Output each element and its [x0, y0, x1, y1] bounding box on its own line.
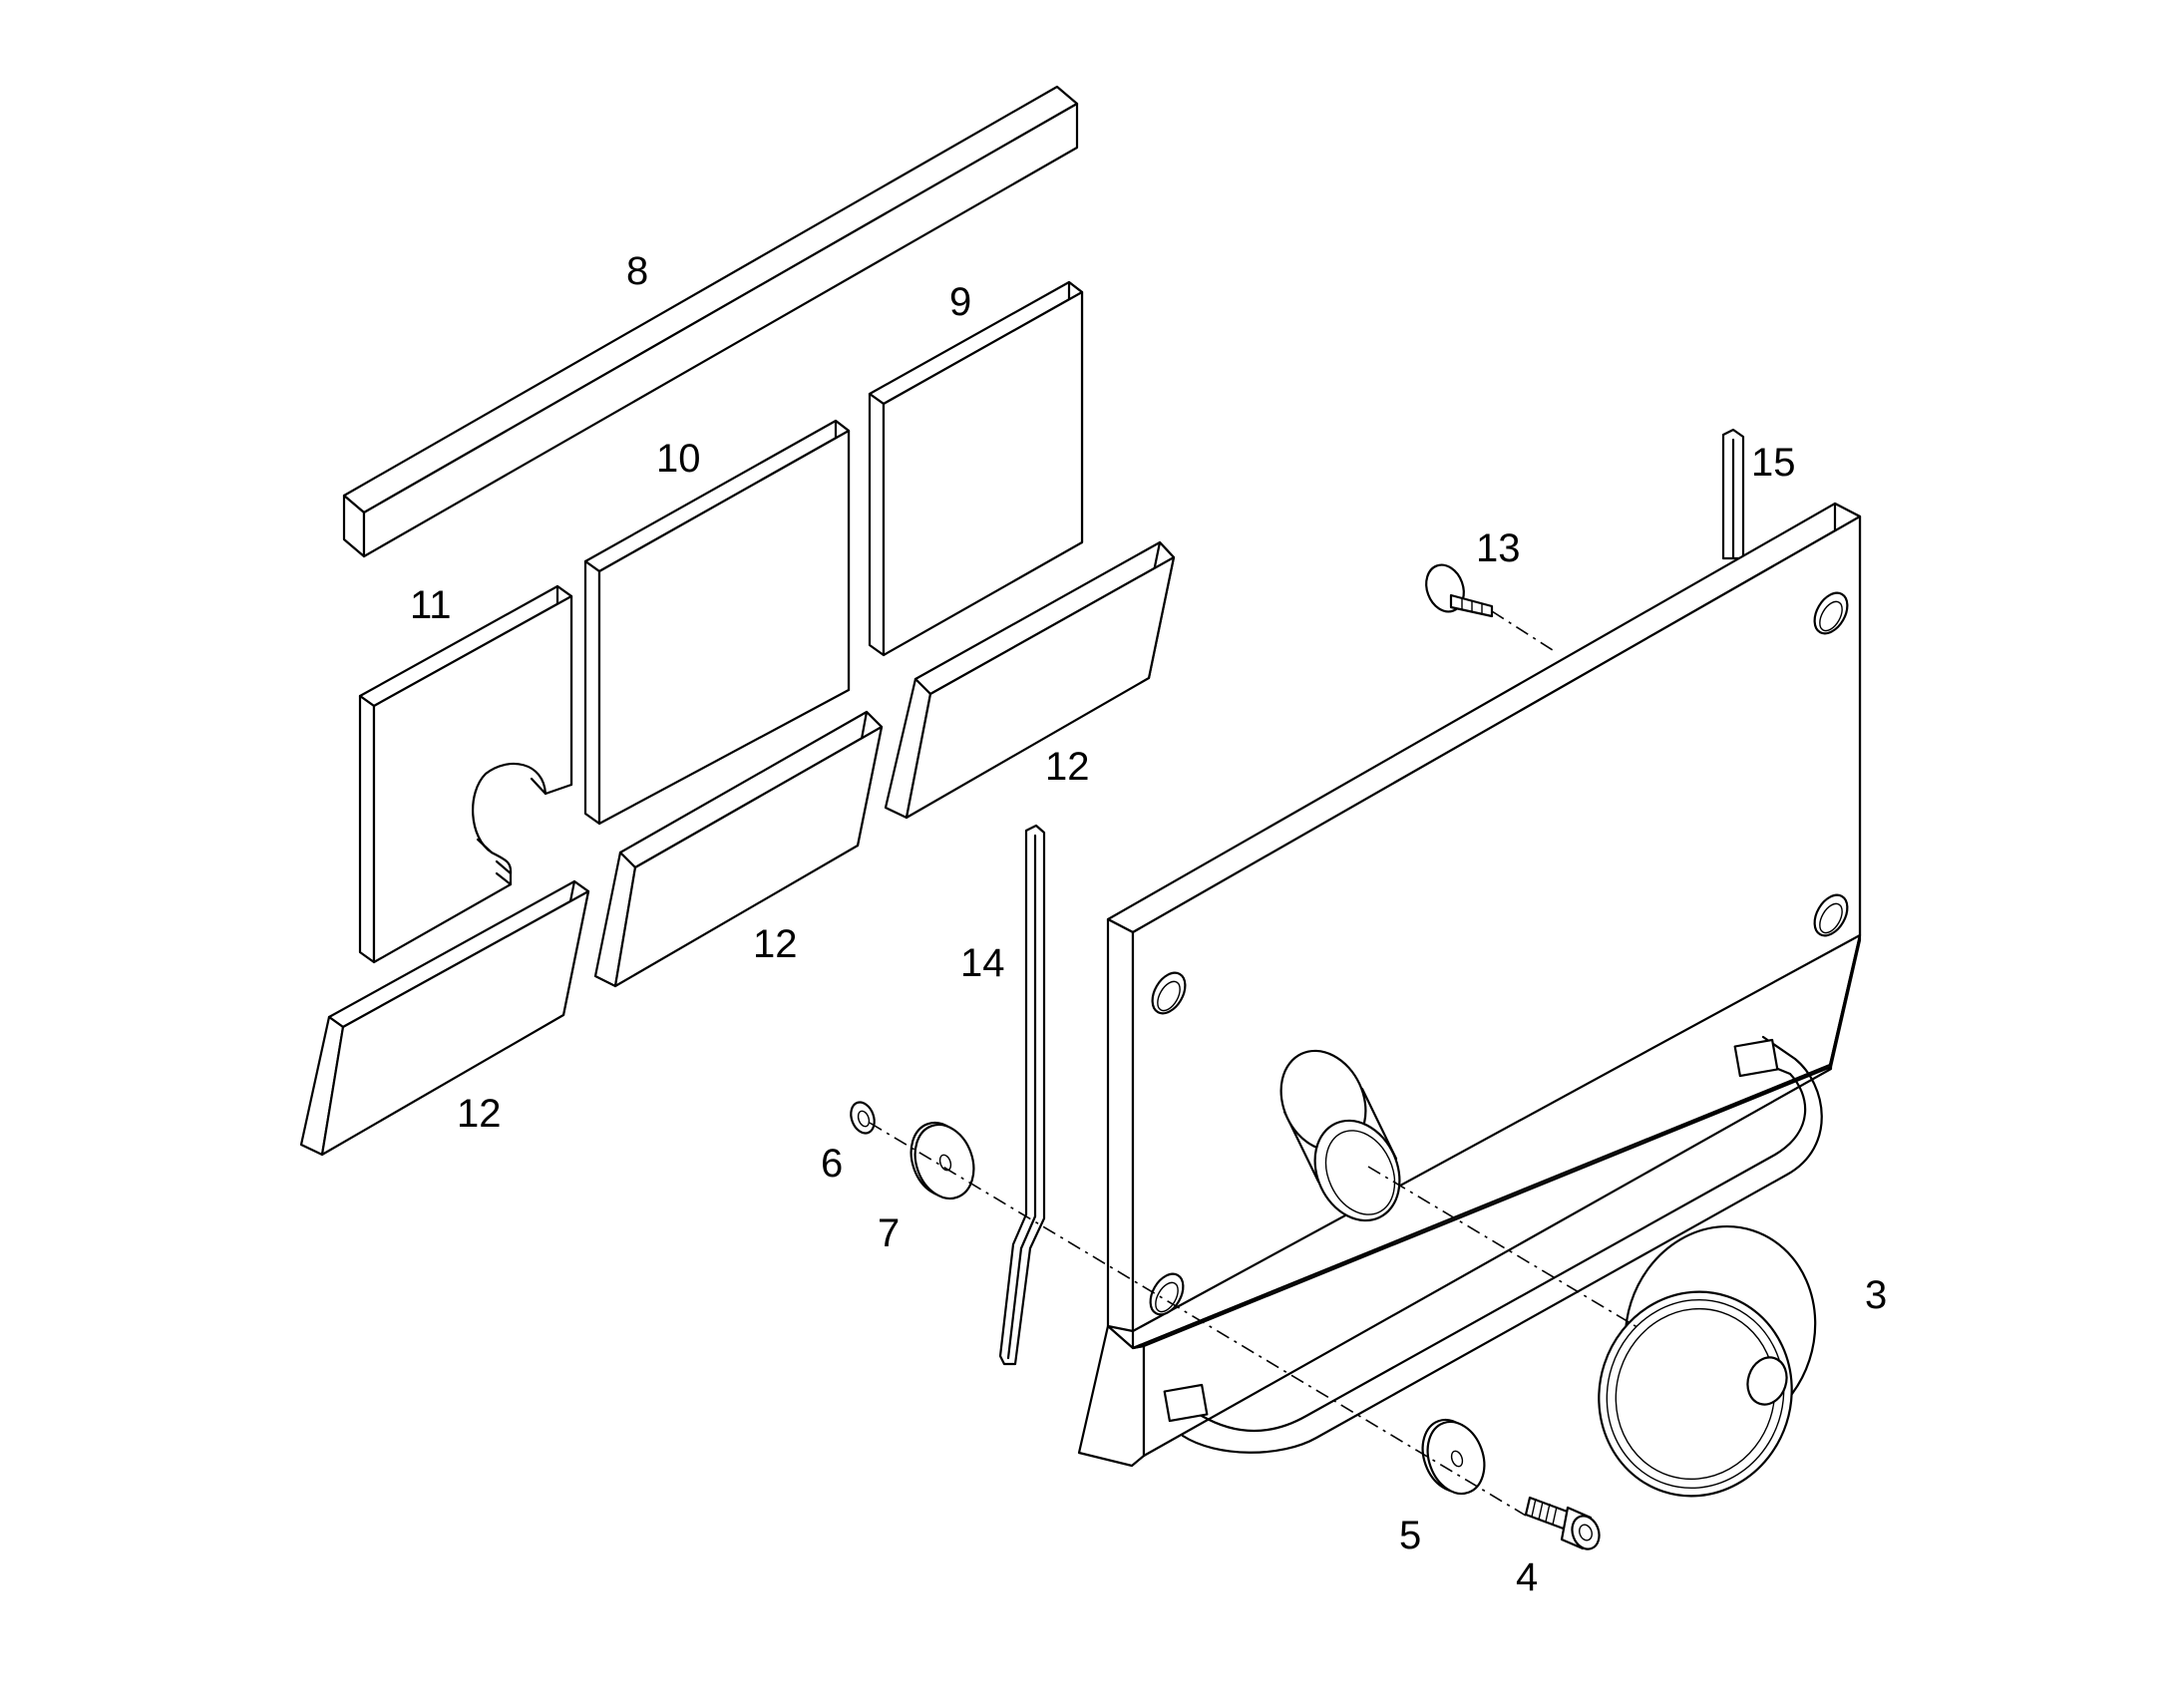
- label-part-12-a: 12: [1045, 745, 1090, 789]
- label-part-4: 4: [1516, 1555, 1538, 1599]
- label-part-12-b: 12: [753, 922, 798, 966]
- part-11-panel: [358, 584, 573, 964]
- part-10-panel: [583, 419, 851, 826]
- part-12-block-lower-left: [299, 879, 590, 1157]
- part-8-bar: [342, 85, 1079, 558]
- label-part-13: 13: [1476, 526, 1521, 570]
- label-part-8: 8: [626, 249, 648, 293]
- label-part-9: 9: [949, 280, 971, 324]
- axle-boss: [1279, 1049, 1401, 1222]
- part-12-block-middle: [593, 710, 884, 988]
- label-part-3: 3: [1865, 1273, 1887, 1317]
- part-9-panel: [868, 280, 1084, 657]
- part-14-strip: [998, 824, 1046, 1366]
- assembly-axes: [869, 610, 1641, 1517]
- label-part-6: 6: [821, 1142, 843, 1186]
- part-4-bolt: [1524, 1496, 1601, 1550]
- label-part-11: 11: [410, 583, 452, 627]
- part-12-block-upper-right: [884, 540, 1176, 820]
- handle-bar: [1163, 1035, 1823, 1454]
- label-part-7: 7: [878, 1211, 900, 1255]
- label-part-5: 5: [1399, 1514, 1421, 1557]
- part-15-strip: [1721, 428, 1745, 560]
- label-part-10: 10: [656, 437, 701, 481]
- part-labels: 8 9 10 11 12 12 12 13 14 15 6 7 3 5 4: [410, 249, 1887, 1599]
- label-part-15: 15: [1751, 441, 1796, 485]
- part-6-washer: [850, 1101, 876, 1135]
- part-13-fastener: [1425, 563, 1494, 618]
- label-part-12-c: 12: [457, 1092, 502, 1136]
- part-3-wheel: [1598, 1224, 1817, 1498]
- label-part-14: 14: [960, 941, 1005, 985]
- part-5-washer: [1421, 1418, 1486, 1496]
- part-7-washer: [909, 1121, 975, 1200]
